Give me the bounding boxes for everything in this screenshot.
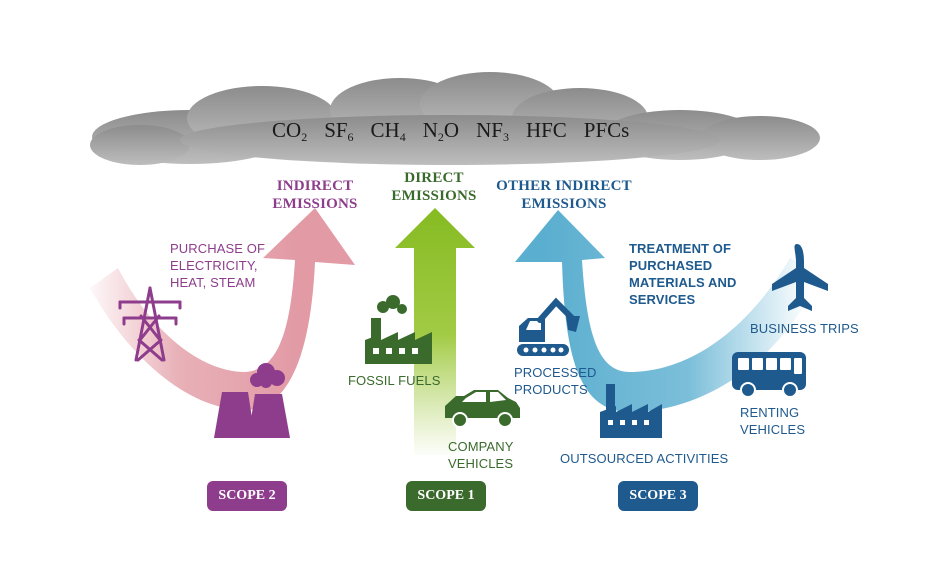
label-business-trips: BUSINESS TRIPS bbox=[750, 321, 859, 336]
gas-pfcs: PFCs bbox=[583, 118, 630, 142]
gas-co2: CO2 bbox=[272, 118, 308, 144]
scope2-curved-arrow bbox=[90, 208, 355, 410]
greenhouse-gas-list: CO2 SF6 CH4 N2O NF3 HFC PFCs bbox=[272, 118, 629, 145]
factory-icon-green bbox=[365, 295, 432, 364]
gas-sf6: SF6 bbox=[324, 118, 354, 144]
scope-3-badge: SCOPE 3 bbox=[618, 481, 698, 511]
excavator-icon bbox=[517, 297, 580, 356]
car-icon bbox=[445, 390, 520, 428]
scope-1-badge: SCOPE 1 bbox=[406, 481, 486, 511]
scope1-straight-arrow bbox=[395, 208, 475, 455]
bus-icon bbox=[732, 352, 806, 398]
gas-n2o: N2O bbox=[422, 118, 460, 144]
gas-ch4: CH4 bbox=[370, 118, 406, 144]
power-plant-icon bbox=[214, 363, 290, 438]
factory-icon-blue bbox=[600, 384, 662, 438]
emissions-cloud bbox=[90, 72, 820, 165]
gas-nf3: NF3 bbox=[476, 118, 509, 144]
gas-hfc: HFC bbox=[525, 118, 567, 142]
label-fossil-fuels: FOSSIL FUELS bbox=[348, 373, 441, 388]
airplane-icon bbox=[772, 244, 828, 311]
scope-2-badge: SCOPE 2 bbox=[207, 481, 287, 511]
power-pylon-icon bbox=[118, 286, 182, 362]
label-outsourced-activities: OUTSOURCED ACTIVITIES bbox=[560, 451, 729, 466]
